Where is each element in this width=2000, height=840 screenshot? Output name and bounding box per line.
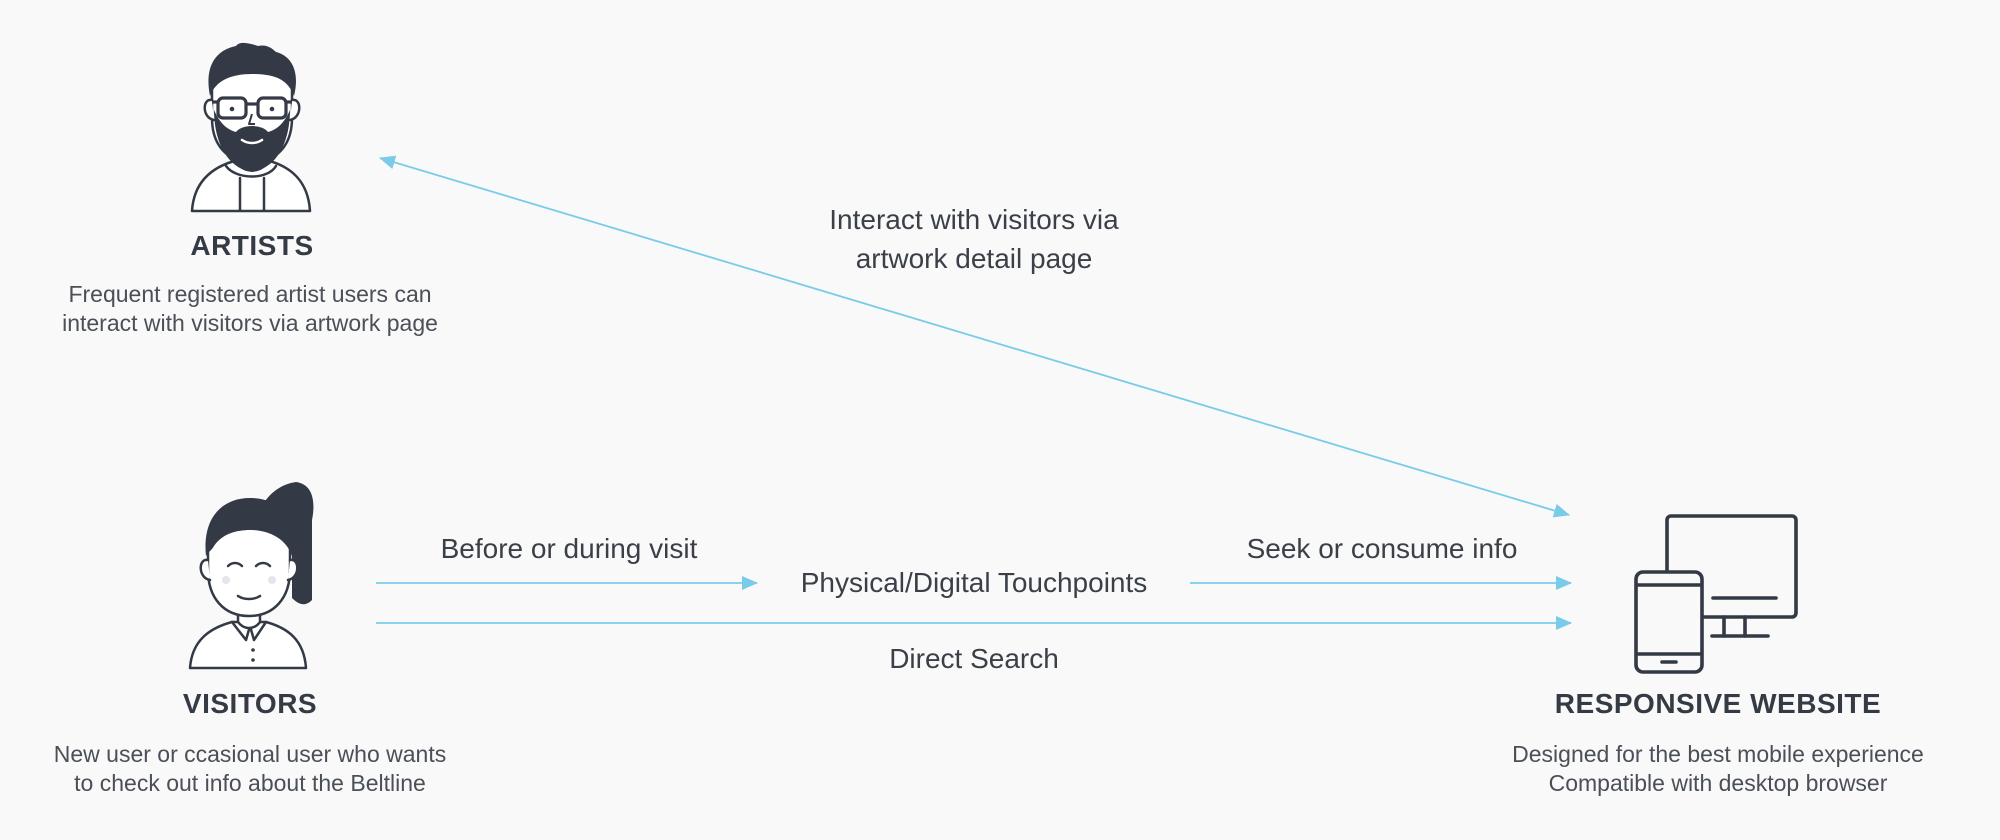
seek-info-label: Seek or consume info — [1246, 533, 1518, 564]
artist-interaction-line-1: Interact with visitors via — [829, 204, 1119, 235]
artists-description-line-2: interact with visitors via artwork page — [62, 310, 438, 336]
visitors-description-line-1: New user or ccasional user who wants — [53, 741, 447, 767]
visitors-description-line-2: to check out info about the Beltline — [74, 770, 426, 796]
website-description-line-2: Compatible with desktop browser — [1548, 770, 1888, 796]
artists-description-line-1: Frequent registered artist users can — [68, 281, 432, 307]
artist-interaction-label: Interact with visitors via artwork detai… — [724, 200, 1224, 278]
visitors-title: VISITORS — [182, 688, 318, 719]
visitors-description: New user or ccasional user who wants to … — [0, 740, 500, 798]
before-visit-label: Before or during visit — [440, 533, 698, 564]
website-description-line-1: Designed for the best mobile experience — [1512, 741, 1924, 767]
artist-interaction-line-2: artwork detail page — [855, 243, 1093, 274]
artists-description: Frequent registered artist users can int… — [0, 280, 500, 338]
artists-title: ARTISTS — [190, 230, 314, 261]
website-title: RESPONSIVE WEBSITE — [1554, 688, 1882, 719]
website-description: Designed for the best mobile experience … — [1468, 740, 1968, 798]
artist-website-arrow — [379, 155, 1570, 518]
direct-search-label: Direct Search — [889, 643, 1059, 674]
touchpoints-label: Physical/Digital Touchpoints — [800, 567, 1148, 598]
